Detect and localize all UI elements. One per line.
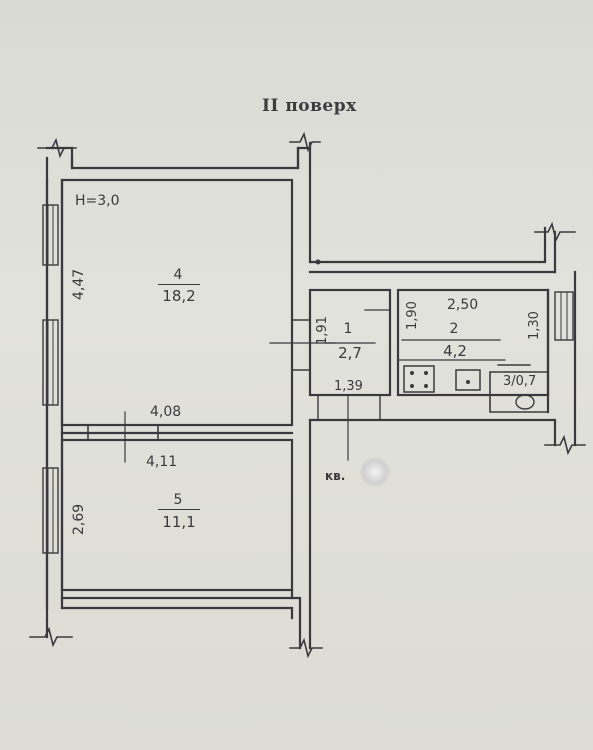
floor-title: II поверх	[262, 96, 357, 116]
dim-room1-height: 1,91	[315, 316, 330, 345]
room-5-outline	[60, 438, 294, 592]
room-4-outline	[60, 178, 294, 427]
room-1-number: 1	[343, 321, 353, 337]
dim-right-height: 1,30	[527, 311, 542, 340]
room-1-area: 2,7	[338, 344, 362, 362]
toilet	[515, 394, 535, 410]
room-2-number: 2	[449, 321, 459, 337]
room-4-number: 4	[173, 267, 183, 283]
ceiling-height-label: H=3,0	[75, 193, 120, 209]
window-upper	[42, 204, 59, 266]
dim-room5-height: 2,69	[71, 503, 87, 535]
dim-room2-height: 1,90	[405, 301, 420, 330]
room-4-fraction-line	[158, 284, 200, 285]
apartment-label: кв.	[325, 469, 346, 483]
room-2-area: 4,2	[443, 342, 467, 360]
window-lower	[42, 467, 59, 554]
room-5-fraction-line	[158, 509, 200, 510]
wall-top	[45, 141, 312, 622]
room-4-area: 18,2	[162, 287, 196, 305]
dim-room4-width: 4,08	[150, 404, 182, 420]
wall-corridor-bottom	[308, 418, 557, 447]
stove	[403, 365, 435, 393]
room-5-number: 5	[173, 492, 183, 508]
dim-room5-width: 4,11	[146, 454, 178, 470]
wall-left	[42, 178, 64, 610]
wall-bottom	[45, 418, 312, 650]
wall-corridor-top	[308, 226, 547, 264]
dim-room1-width: 1,39	[334, 379, 363, 394]
sink	[455, 369, 481, 391]
window-right	[554, 291, 574, 341]
room-5-area: 11,1	[162, 513, 196, 531]
window-middle	[42, 319, 59, 406]
dim-room4-height: 4,47	[71, 268, 87, 300]
dim-room2-width: 2,50	[447, 297, 479, 313]
blurred-stamp	[360, 457, 390, 487]
room-3-label: 3/0,7	[503, 374, 537, 389]
